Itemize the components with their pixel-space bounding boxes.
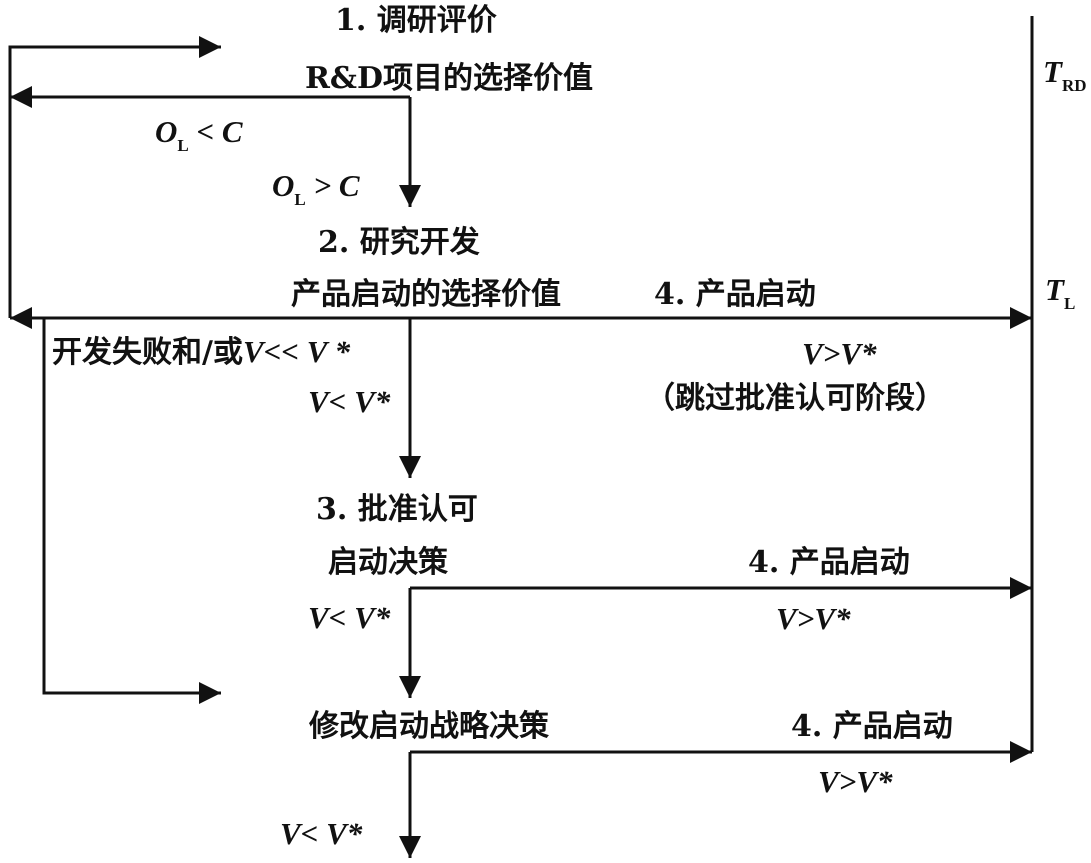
- step4-title: 修改启动战略决策: [309, 709, 549, 744]
- go-condition-op: > C: [313, 168, 360, 203]
- launch-bottom-label: 4. 产品启动: [791, 709, 953, 744]
- launch-top-note: （跳过批准认可阶段）: [645, 381, 945, 416]
- arrow-back-to-step1: [8, 36, 221, 318]
- launch-top-condition: V>V*: [802, 336, 877, 371]
- arrow-fail-to-step4: [42, 318, 221, 704]
- go-condition-var: O: [272, 168, 295, 203]
- step1-subtitle: R&D项目的选择价值: [305, 61, 594, 96]
- launch-bottom-condition: V>V*: [818, 764, 893, 799]
- t-rd-var: T: [1043, 54, 1062, 89]
- step3-title: 3. 批准认可: [316, 492, 478, 527]
- loop-condition: OL < C: [155, 114, 243, 154]
- go-condition: OL > C: [272, 168, 360, 208]
- loop-condition-op: < C: [196, 114, 243, 149]
- go-condition-sub: L: [294, 190, 306, 209]
- fail-condition-math: V<< V *: [242, 334, 351, 369]
- t-l-label: TL: [1045, 272, 1075, 312]
- fail-condition-text: 开发失败和/或: [52, 335, 243, 370]
- step2-down-condition: V< V*: [308, 384, 391, 419]
- step3-down-condition: V< V*: [308, 600, 391, 635]
- loop-condition-var: O: [155, 114, 178, 149]
- t-l-sub: L: [1063, 294, 1076, 313]
- step3-subtitle: 启动决策: [328, 545, 448, 580]
- step1-title: 1. 调研评价: [335, 3, 497, 38]
- t-l-var: T: [1045, 272, 1064, 307]
- step4-down-condition: V< V*: [280, 816, 363, 851]
- launch-top-label: 4. 产品启动: [654, 277, 816, 312]
- step2-subtitle: 产品启动的选择价值: [291, 277, 561, 312]
- launch-mid-label: 4. 产品启动: [748, 545, 910, 580]
- fail-condition: 开发失败和/或V<< V *: [52, 336, 350, 368]
- t-rd-sub: RD: [1061, 76, 1087, 95]
- launch-mid-condition: V>V*: [776, 601, 851, 636]
- loop-condition-sub: L: [177, 136, 189, 155]
- step2-title: 2. 研究开发: [318, 225, 480, 260]
- t-rd-label: TRD: [1043, 54, 1087, 94]
